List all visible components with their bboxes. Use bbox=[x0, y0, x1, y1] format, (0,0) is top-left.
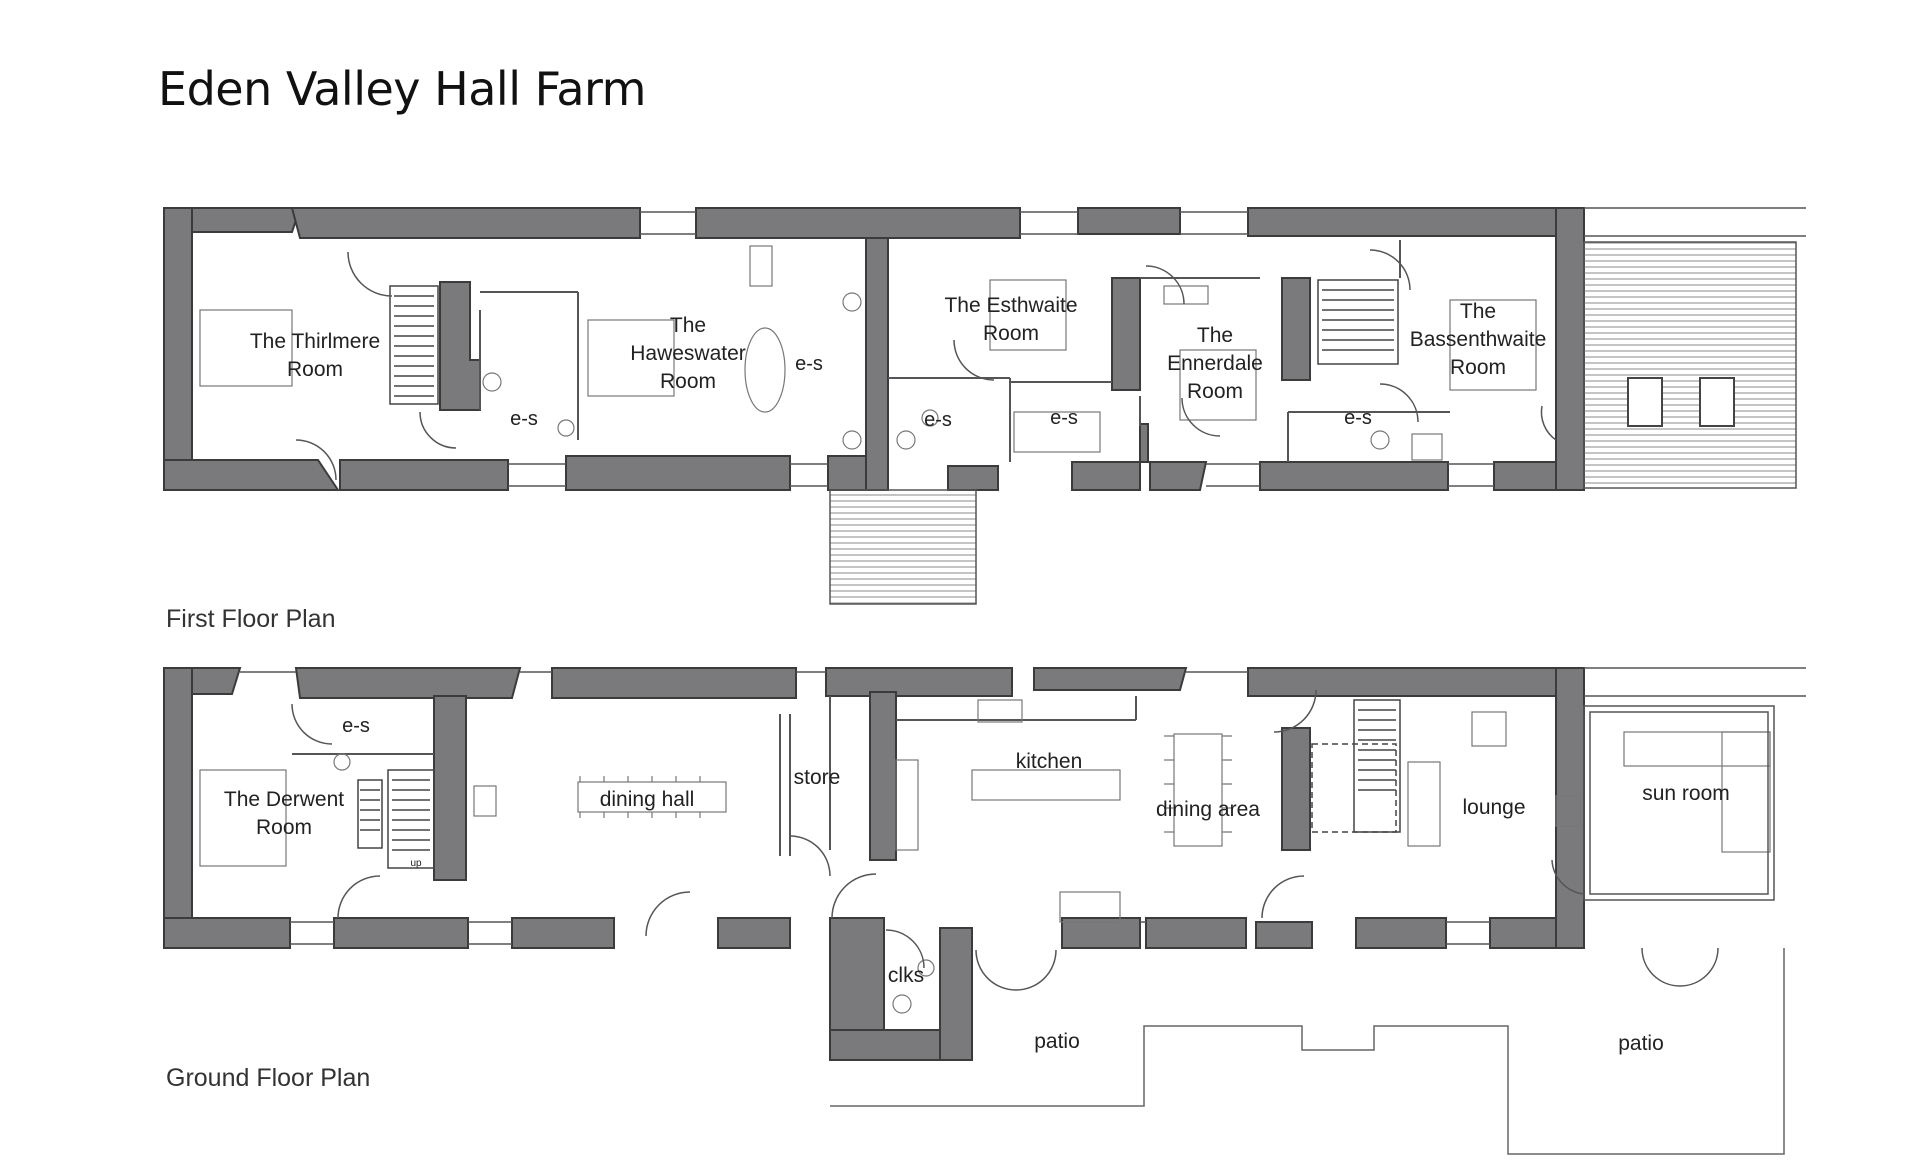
first-floor-walls bbox=[163, 207, 1585, 491]
first-floor-roof bbox=[1583, 207, 1806, 489]
room-label-bassenthwaite-ensuite: e-s bbox=[1344, 407, 1372, 429]
room-label-esthwaite-ensuite-2: e-s bbox=[1050, 407, 1078, 429]
room-label-clks: clks bbox=[887, 964, 925, 987]
room-label-bassenthwaite: The Bassenthwaite Room bbox=[1409, 300, 1547, 379]
first-floor-windows bbox=[508, 211, 1494, 487]
room-label-patio-right: patio bbox=[1618, 1032, 1664, 1055]
first-floor-furniture bbox=[199, 245, 1537, 461]
stair-up-label: up bbox=[410, 858, 422, 869]
room-label-kitchen: kitchen bbox=[1015, 750, 1083, 773]
ground-floor-furniture bbox=[199, 699, 1771, 1014]
first-floor-plan-label: First Floor Plan bbox=[166, 605, 336, 633]
first-floor-stairs bbox=[389, 279, 1399, 405]
room-label-patio-left: patio bbox=[1034, 1030, 1080, 1053]
room-label-thirlmere: The Thirlmere Room bbox=[249, 330, 381, 381]
room-label-dining-hall: dining hall bbox=[599, 788, 695, 811]
room-label-thirlmere-ensuite: e-s bbox=[510, 408, 538, 430]
ground-floor-partitions bbox=[292, 696, 1137, 856]
ground-floor-stairs bbox=[357, 699, 1401, 869]
patio-outline bbox=[830, 948, 1785, 1155]
room-label-haweswater-ensuite: e-s bbox=[795, 353, 823, 375]
ground-floor-walls bbox=[163, 667, 1585, 1061]
room-label-ennerdale: The Ennerdale Room bbox=[1167, 324, 1263, 403]
room-label-haweswater: The Haweswater Room bbox=[630, 314, 746, 393]
room-label-lounge: lounge bbox=[1462, 796, 1526, 819]
room-label-dining-area: dining area bbox=[1156, 798, 1260, 821]
ground-floor-plan-label: Ground Floor Plan bbox=[166, 1064, 371, 1092]
first-floor-plan bbox=[163, 207, 1806, 605]
first-floor-doors bbox=[295, 249, 1557, 481]
first-floor-external-steps bbox=[829, 489, 977, 605]
sun-room-enclosure bbox=[1583, 667, 1806, 901]
drawing-title: Eden Valley Hall Farm bbox=[158, 62, 646, 116]
room-label-sun-room: sun room bbox=[1642, 782, 1730, 805]
room-label-derwent: The Derwent Room bbox=[223, 788, 345, 839]
ground-floor-doors bbox=[291, 689, 1719, 991]
ground-floor-windows bbox=[240, 671, 1490, 945]
room-label-esthwaite-ensuite-1: e-s bbox=[924, 409, 952, 431]
room-label-esthwaite: The Esthwaite Room bbox=[944, 294, 1078, 345]
ground-floor-plan bbox=[163, 667, 1806, 1155]
room-label-store: store bbox=[793, 766, 841, 789]
room-label-derwent-ensuite: e-s bbox=[342, 715, 370, 737]
first-floor-partitions bbox=[479, 240, 1450, 462]
